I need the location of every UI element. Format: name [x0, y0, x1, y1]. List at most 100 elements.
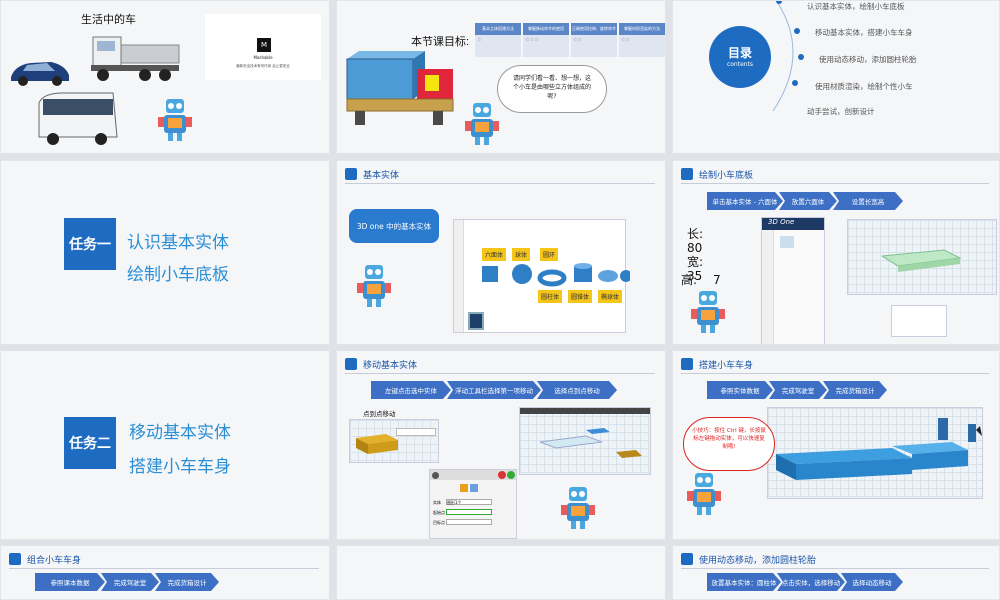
slide-header-title: 使用动态移动，添加圆柱轮胎 [699, 554, 817, 565]
slide-header: 搭建小车车身 [681, 357, 753, 371]
move-mode-alt-icon[interactable] [470, 484, 478, 492]
field-label-entity: 实体 [433, 500, 441, 505]
label-torus: 圆环 [540, 248, 559, 261]
header-divider [681, 568, 989, 569]
slide-thumbnail-10[interactable]: 组合小车车身 参照课本数据 完成驾驶室 完成货箱设计 [0, 545, 330, 600]
header-marker-icon [9, 553, 21, 565]
step-flow: 参照实体数据 完成驾驶室 完成货箱设计 [707, 381, 883, 399]
slide-thumbnail-11[interactable] [336, 545, 666, 600]
label-ellipsoid: 椭球体 [598, 290, 623, 303]
flow-step: 浮动工具栏选择第一项移动 [447, 381, 541, 399]
goal-stars: ☆☆☆ [525, 37, 539, 43]
hexahedron-tool-icon [780, 236, 794, 248]
slide-thumbnail-5[interactable]: 基本实体 3D one 中的基本实体 六面体 球体 圆环 圆柱体 圆锥体 椭球体 [336, 160, 666, 345]
entity-field[interactable]: 图形1个 [446, 499, 492, 505]
header-marker-icon [681, 553, 693, 565]
task-line-2: 绘制小车底板 [127, 265, 229, 284]
task-line-1: 认识基本实体 [127, 233, 229, 252]
flow-step: 放置基本实体：圆柱体 [707, 573, 781, 591]
slide-header-title: 搭建小车车身 [699, 359, 754, 370]
toc-item: 认识基本实体，绘制小车底板 [807, 2, 905, 11]
flow-step: 参照课本数据 [35, 573, 105, 591]
dim-value-height: 7 [713, 273, 721, 287]
slide-thumbnail-4[interactable]: 任务一 认识基本实体 绘制小车底板 [0, 160, 330, 345]
slide-thumbnail-12[interactable]: 使用动态移动，添加圆柱轮胎 放置基本实体：圆柱体 点击实体，选择移动 选择动态移… [672, 545, 1000, 600]
toc-title: 目录 [727, 46, 752, 60]
toc-item: 动手尝试，创新设计 [807, 107, 875, 116]
goal-label: 本节课目标: [411, 36, 470, 48]
sports-car-image [11, 62, 69, 86]
label-cone: 圆锥体 [568, 290, 593, 303]
task-badge: 任务一 [64, 218, 116, 270]
header-marker-icon [681, 358, 693, 370]
confirm-button[interactable] [507, 471, 515, 479]
floating-toolbar [396, 428, 436, 436]
brand-logo-icon: M [257, 38, 271, 52]
slide-thumbnail-6[interactable]: 绘制小车底板 单击基本实体 - 六面体 放置六面体 设置长宽高 长: 80 宽:… [672, 160, 1000, 345]
step-flow: 参照课本数据 完成驾驶室 完成货箱设计 [35, 573, 215, 591]
app-screenshot: 六面体 球体 圆环 圆柱体 圆锥体 椭球体 [453, 219, 630, 333]
goal-card: 正确使用拉伸、旋转命令☆☆ [571, 23, 617, 57]
toc-badge: 目录 contents [709, 26, 771, 88]
goal-title: 基本立体搭建方法 [475, 23, 521, 35]
dialog-titlebar [430, 470, 516, 480]
slide-thumbnail-1[interactable]: 生活中的车 M Mashable 最新安全技术有何作用 会让更安全 [0, 0, 330, 154]
toc-item: 使用材质渲染，绘制个性小车 [815, 82, 913, 91]
step-flow: 放置基本实体：圆柱体 点击实体，选择移动 选择动态移动 [707, 573, 899, 591]
step-flow: 左键点击选中实体 浮动工具栏选择第一项移动 选择点到点移动 [371, 381, 613, 399]
goal-stars: ☆ [477, 37, 482, 43]
flow-step: 完成驾驶室 [101, 573, 159, 591]
point-move-screenshot [349, 419, 439, 463]
slide-header: 使用动态移动，添加圆柱轮胎 [681, 552, 816, 566]
flow-step: 参照实体数据 [707, 381, 773, 399]
target-point-field[interactable] [446, 519, 492, 525]
flow-step: 选择动态移动 [841, 573, 903, 591]
label-hexahedron: 六面体 [482, 248, 507, 261]
slide-header: 组合小车车身 [9, 552, 81, 566]
header-divider [345, 183, 655, 184]
dimension-list: 长: 80 宽: 35 [687, 227, 727, 283]
slide-thumbnail-9[interactable]: 搭建小车车身 参照实体数据 完成驾驶室 完成货箱设计 小技巧：按住 Ctrl 键… [672, 350, 1000, 540]
goal-stars: ☆☆ [573, 37, 582, 43]
slide-thumbnail-8[interactable]: 移动基本实体 左键点击选中实体 浮动工具栏选择第一项移动 选择点到点移动 点到点… [336, 350, 666, 540]
viewport-screenshot [847, 219, 997, 295]
goal-card: 掌握材质渲染的方法☆☆ [619, 23, 665, 57]
dim-value-width: 35 [687, 269, 703, 283]
header-divider [681, 183, 989, 184]
robot-mascot-icon [691, 289, 725, 335]
dim-label-length: 长: [687, 227, 704, 241]
flow-step: 选择点到点移动 [537, 381, 617, 399]
header-marker-icon [345, 358, 357, 370]
task-line-1: 移动基本实体 [129, 423, 231, 442]
move-dialog: 实体 图形1个 起始点 目标点 [429, 469, 517, 539]
flow-step: 点击实体，选择移动 [777, 573, 845, 591]
label-cylinder: 圆柱体 [538, 290, 563, 303]
toc-subtitle: contents [726, 61, 754, 68]
callout-box: 3D one 中的基本实体 [349, 209, 439, 243]
header-marker-icon [345, 168, 357, 180]
brand-subtitle: 最新安全技术有何作用 会让更安全 [236, 64, 290, 68]
toolbar-strip [454, 220, 464, 332]
flow-step: 完成货箱设计 [823, 381, 887, 399]
toc-item: 移动基本实体，搭建小车车身 [815, 28, 913, 37]
toc-arc-decoration [772, 1, 804, 112]
truck-image [91, 36, 180, 81]
slide-header: 移动基本实体 [345, 357, 417, 371]
robot-mascot-icon [357, 263, 391, 309]
dialog-screenshot [891, 305, 947, 337]
cancel-button[interactable] [498, 471, 506, 479]
app-panel-screenshot: 3D One [761, 217, 825, 344]
app-titlebar [520, 408, 650, 414]
task-badge: 任务二 [64, 417, 116, 469]
move-mode-icon[interactable] [460, 484, 468, 492]
slide-thumbnail-2[interactable]: 本节课目标: 基本立体搭建方法☆ 掌握移动命令的使用☆☆☆ 正确使用拉伸、旋转命… [336, 0, 666, 154]
start-point-field[interactable] [446, 509, 492, 515]
slide-header: 基本实体 [345, 167, 399, 181]
dim-label-height: 高: [681, 273, 698, 287]
slide-title: 生活中的车 [81, 14, 136, 26]
slide-thumbnail-3[interactable]: 目录 contents 认识基本实体，绘制小车底板 移动基本实体，搭建小车车身 … [672, 0, 1000, 154]
goal-title: 掌握材质渲染的方法 [619, 23, 665, 35]
header-marker-icon [681, 168, 693, 180]
speech-bubble: 请同学们看一看、想一想，这个小车是由哪些立方体组成的呢? [497, 65, 607, 113]
slide-thumbnail-7[interactable]: 任务二 移动基本实体 搭建小车车身 [0, 350, 330, 540]
